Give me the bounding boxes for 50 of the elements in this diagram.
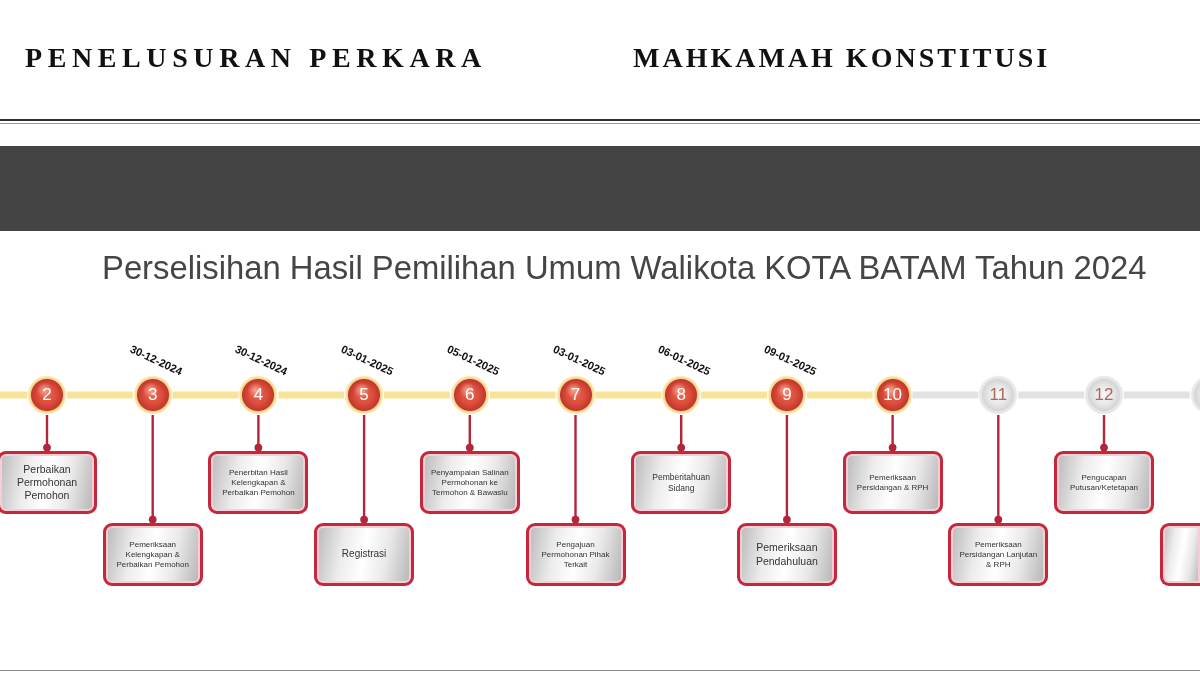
- header-text: PENELUSURAN PERKARA: [25, 42, 487, 74]
- step-circle: 8: [661, 375, 702, 415]
- stage-box: Pemeriksaan Kelengkapan & Perbaikan Pemohon: [102, 523, 203, 586]
- step-circle: 9: [766, 375, 807, 415]
- stage-box: Penerbitan Hasil Kelengkapan & Perbaikan Pemohon: [208, 451, 309, 514]
- stage-box: Pengajuan Permohonan Pihak Terkait: [525, 523, 626, 586]
- timeline-track: [701, 391, 767, 399]
- timeline-track: [489, 391, 556, 399]
- step-circle: 2: [27, 375, 67, 415]
- header-text: MAHKAMAH KONSTITUSI: [633, 42, 1051, 74]
- connector-line: [360, 415, 368, 524]
- stage-box: Pemberitahuan Sidang: [631, 451, 732, 514]
- connector-line: [148, 415, 157, 524]
- step-circle: 4: [238, 375, 279, 415]
- timeline-track: [278, 391, 345, 399]
- timeline-track: [1018, 391, 1084, 399]
- connector-line: [677, 415, 686, 452]
- step-circle: 6: [449, 375, 490, 415]
- step-circle: 11: [978, 375, 1019, 415]
- connector-line: [1100, 415, 1108, 452]
- timeline-track: [806, 391, 873, 399]
- step-circle: 12: [1084, 375, 1124, 415]
- timeline-track: [384, 391, 450, 399]
- timeline-track: [912, 391, 979, 399]
- timeline-track: [67, 391, 133, 399]
- stage-box: Pemeriksaan Persidangan & RPH: [842, 451, 943, 514]
- connector-line: [254, 415, 263, 452]
- stage-box: Pengucapan Putusan/Ketetapan: [1054, 451, 1154, 514]
- stage-box: Pemeriksaan Pendahuluan: [736, 523, 837, 586]
- connector-line: [465, 415, 474, 452]
- connector-line: [783, 415, 791, 524]
- step-circle: 3: [132, 375, 173, 415]
- page-title: Perselisihan Hasil Pemilihan Umum Walikota KOTA BATAM Tahun 2024: [102, 249, 1147, 287]
- step-circle: 5: [344, 375, 385, 415]
- step-circle: 7: [555, 375, 596, 415]
- connector-line: [888, 415, 897, 452]
- connector-line: [994, 415, 1003, 524]
- timeline-track: [595, 391, 662, 399]
- connector-line: [43, 415, 51, 452]
- stage-box: Pemeriksaan Persidangan Lanjutan & RPH: [948, 523, 1049, 586]
- step-circle: 10: [872, 375, 913, 415]
- timeline-track: [0, 391, 27, 399]
- timeline-track: [1124, 391, 1190, 399]
- stage-box: Perbaikan Permohonan Pemohon: [0, 451, 97, 514]
- timeline-track: [172, 391, 239, 399]
- connector-line: [571, 415, 580, 524]
- stage-box: Penyampaian Salinan Permohonan ke Termohon & Bawaslu: [419, 451, 520, 514]
- stage-box: [1159, 523, 1200, 586]
- stage-box: Registrasi: [314, 523, 415, 586]
- dark-banner: [0, 146, 1200, 231]
